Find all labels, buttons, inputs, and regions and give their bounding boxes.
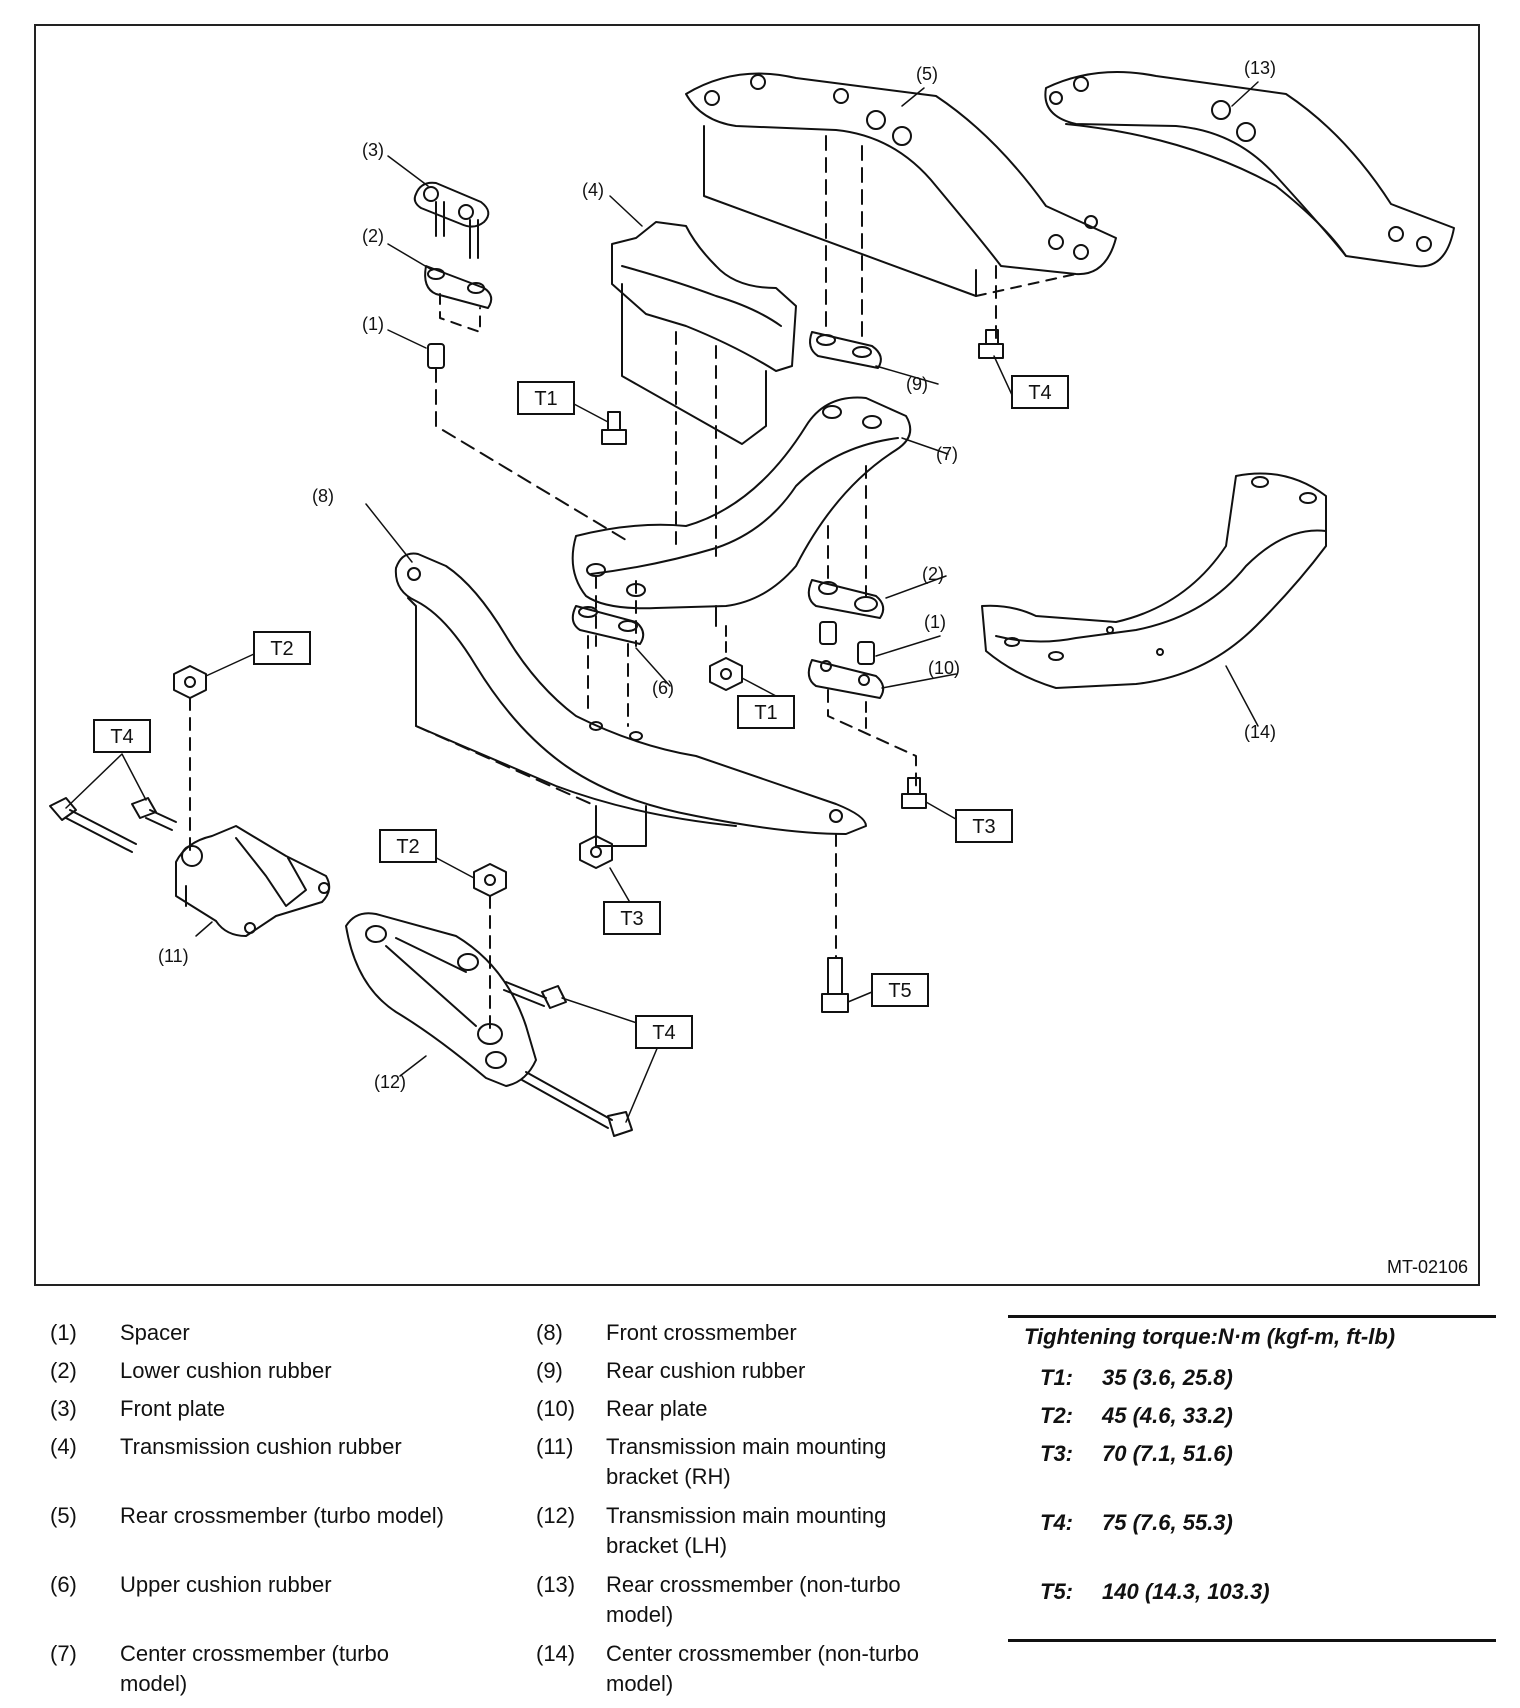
bolt-t5 [821,957,849,1013]
torque-box-t4-lower: T4 [635,1015,693,1049]
torque-box-t3-right: T3 [955,809,1013,843]
spacer-right-a [819,621,837,645]
callout-8: (8) [312,486,334,506]
torque-row: T5:140 (14.3, 103.3) [1040,1579,1270,1604]
exploded-diagram: (3) (2) (1) (4) (5) (13) (9) (7) (8) (6)… [34,24,1480,1286]
bolt-t3-right [901,777,927,809]
callout-9: (9) [906,374,928,394]
svg-text:T1: T1 [754,702,777,724]
front-crossmember [394,552,867,847]
transmission-cushion-rubber [611,221,797,557]
torque-top-rule [1008,1315,1496,1318]
callout-2-left: (2) [362,226,384,246]
svg-text:T4: T4 [110,726,133,748]
leader-lines [65,81,1259,1123]
rear-crossmember-turbo [685,72,1117,297]
callout-6: (6) [652,678,674,698]
torque-box-t1-lower: T1 [737,695,795,729]
spacer-right-b [857,641,875,665]
front-plate [413,181,490,259]
callout-14: (14) [1244,722,1276,742]
svg-text:T4: T4 [1028,382,1051,404]
torque-bottom-rule [1008,1639,1496,1642]
rear-cushion-rubber [809,331,882,369]
nut-t2-right [473,863,507,897]
callout-10: (10) [928,658,960,678]
bolt-t4-right [978,329,1004,359]
torque-title: Tightening torque:N·m (kgf-m, ft-lb) [1024,1324,1396,1349]
torque-box-t3-lower: T3 [603,901,661,935]
center-crossmember-non-turbo [981,472,1327,689]
callout-1-left: (1) [362,314,384,334]
bolt-t4-right-long [521,1071,633,1137]
center-crossmember-turbo [571,396,912,627]
spacer-left [427,343,445,369]
torque-box-t2-left: T2 [253,631,311,665]
torque-row: T2:45 (4.6, 33.2) [1040,1403,1233,1428]
upper-cushion-rubber [571,605,645,645]
torque-box-t4-right: T4 [1011,375,1069,409]
callout-12: (12) [374,1072,406,1092]
bolt-t4-right-upper [503,981,567,1009]
bolt-t1-upper [601,411,627,445]
diagram-drawing: (3) (2) (1) (4) (5) (13) (9) (7) (8) (6)… [49,58,1455,1137]
figure-code: MT-02106 [1386,1257,1468,1277]
mounting-bracket-lh [345,912,537,1087]
torque-boxes: T1 T4 T2 T4 T1 T3 T2 T3 [93,375,1069,1049]
svg-text:T2: T2 [270,638,293,660]
rear-plate [807,659,885,699]
svg-text:T5: T5 [888,980,911,1002]
rear-crossmember-non-turbo [1044,71,1455,268]
lower-cushion-rubber-right [807,579,885,619]
mounting-bracket-rh [175,825,331,937]
lower-cushion-rubber-left [424,265,493,333]
callout-4: (4) [582,180,604,200]
torque-box-t1-upper: T1 [517,381,575,415]
bolt-t4-short-left [131,797,177,831]
nut-t2-left [173,665,207,699]
callout-1-right: (1) [924,612,946,632]
callout-labels: (3) (2) (1) (4) (5) (13) (9) (7) (8) (6)… [158,58,1276,1092]
torque-row: T4:75 (7.6, 55.3) [1040,1510,1233,1535]
svg-text:T3: T3 [620,908,643,930]
callout-3: (3) [362,140,384,160]
callout-2-right: (2) [922,564,944,584]
torque-row: T3:70 (7.1, 51.6) [1040,1441,1233,1466]
svg-text:T1: T1 [534,388,557,410]
svg-text:T3: T3 [972,816,995,838]
callout-11: (11) [158,946,189,966]
torque-table: Tightening torque:N·m (kgf-m, ft-lb) T1:… [1008,1315,1496,1642]
callout-13: (13) [1244,58,1276,78]
nut-t1-lower [709,657,743,691]
svg-text:T2: T2 [396,836,419,858]
callout-5: (5) [916,64,938,84]
nut-t3-lower [579,835,613,869]
svg-text:T4: T4 [652,1022,675,1044]
torque-box-t4-left: T4 [93,719,151,753]
bolt-t4-long-left [49,797,137,853]
callout-7: (7) [936,444,958,464]
torque-box-t2-right: T2 [379,829,437,863]
torque-row: T1:35 (3.6, 25.8) [1040,1365,1233,1390]
torque-box-t5: T5 [871,973,929,1007]
